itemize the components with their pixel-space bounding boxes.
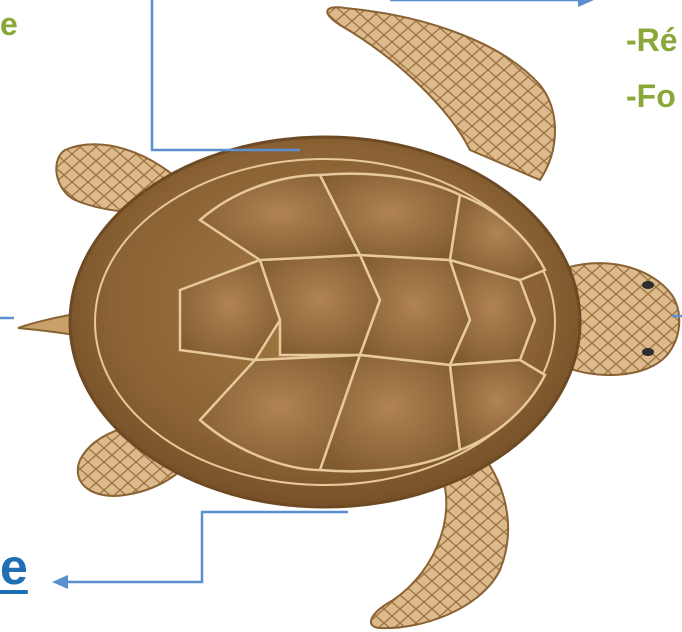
label-top-left-fragment: e <box>0 6 18 43</box>
leader-line-top-left <box>152 0 300 150</box>
vertebral-scutes <box>180 255 535 365</box>
label-right-line-1: -Ré <box>626 22 678 59</box>
label-bottom-left-fragment: e <box>0 538 28 596</box>
eye-top <box>642 281 654 289</box>
arrowhead-top-right <box>578 0 594 7</box>
arrowhead-bottom <box>52 575 68 589</box>
label-right-line-2: -Fo <box>626 78 676 115</box>
leader-line-bottom <box>68 512 348 582</box>
eye-bottom <box>642 348 654 356</box>
